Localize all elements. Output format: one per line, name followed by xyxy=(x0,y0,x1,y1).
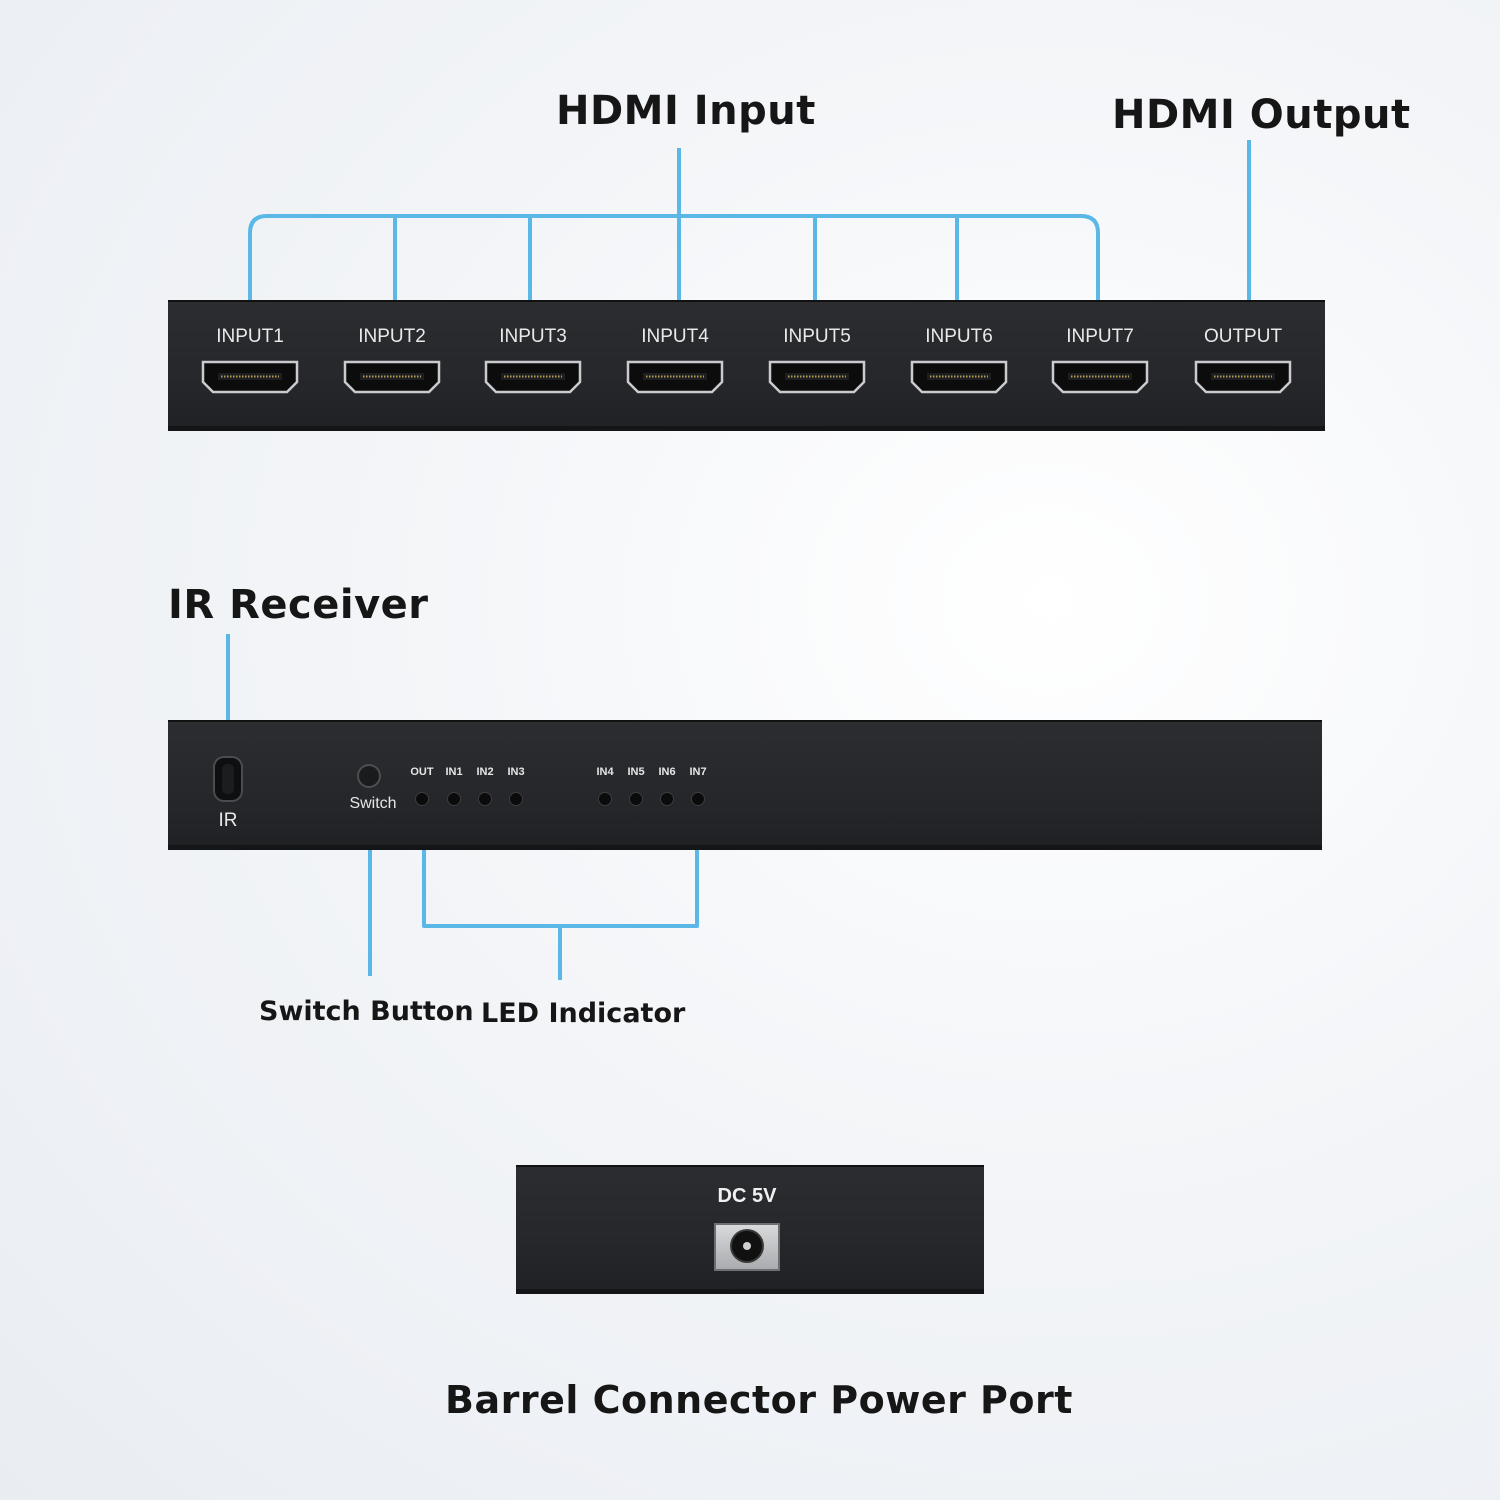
front-panel: IR Switch OUT IN1 IN2 IN3 IN4 IN5 IN6 IN7 xyxy=(168,720,1322,850)
led-in2 xyxy=(479,793,491,805)
ir-receiver-title: IR Receiver xyxy=(168,582,429,628)
hdmi-port-input4[interactable] xyxy=(626,360,724,394)
led-label-out: OUT xyxy=(410,766,434,778)
port-label-input5: INPUT5 xyxy=(783,326,851,347)
port-label-input7: INPUT7 xyxy=(1066,326,1134,347)
power-panel: DC 5V xyxy=(516,1165,984,1294)
hdmi-port-output[interactable] xyxy=(1194,360,1292,394)
hdmi-port-input3[interactable] xyxy=(484,360,582,394)
ir-label: IR xyxy=(218,810,238,831)
port-label-output: OUTPUT xyxy=(1203,326,1283,347)
hdmi-port-input6[interactable] xyxy=(910,360,1008,394)
hdmi-input-bracket-line xyxy=(248,214,1100,320)
led-in7 xyxy=(692,793,704,805)
switch-button[interactable] xyxy=(359,766,379,786)
led-label-in1: IN1 xyxy=(445,766,463,778)
led-label-in3: IN3 xyxy=(507,766,525,778)
port-label-input4: INPUT4 xyxy=(641,326,709,347)
hdmi-input-title: HDMI Input xyxy=(556,88,816,134)
led-in6 xyxy=(661,793,673,805)
port-label-input1: INPUT1 xyxy=(216,326,284,347)
port-label-input2: INPUT2 xyxy=(358,326,426,347)
led-label-in2: IN2 xyxy=(476,766,494,778)
led-in5 xyxy=(630,793,642,805)
hdmi-port-input2[interactable] xyxy=(343,360,441,394)
switch-label: Switch xyxy=(349,795,397,812)
power-port-title: Barrel Connector Power Port xyxy=(445,1378,1073,1422)
dc-barrel-jack[interactable] xyxy=(714,1223,780,1271)
port-label-input6: INPUT6 xyxy=(925,326,993,347)
led-label-in6: IN6 xyxy=(658,766,676,778)
hdmi-port-input5[interactable] xyxy=(768,360,866,394)
dc-5v-label: DC 5V xyxy=(717,1185,777,1207)
hdmi-port-input1[interactable] xyxy=(201,360,299,394)
led-label-in5: IN5 xyxy=(627,766,645,778)
hdmi-port-input7[interactable] xyxy=(1051,360,1149,394)
led-out xyxy=(416,793,428,805)
led-in3 xyxy=(510,793,522,805)
back-panel: INPUT1 INPUT2 INPUT3 INPUT4 INPUT5 INPUT6 INPU… xyxy=(168,300,1325,431)
switch-button-title: Switch Button xyxy=(259,996,474,1027)
led-label-in4: IN4 xyxy=(596,766,614,778)
led-label-in7: IN7 xyxy=(689,766,707,778)
led-in1 xyxy=(448,793,460,805)
hdmi-output-title: HDMI Output xyxy=(1112,92,1411,138)
port-label-input3: INPUT3 xyxy=(499,326,567,347)
led-in4 xyxy=(599,793,611,805)
ir-receiver-window xyxy=(215,758,241,800)
led-indicator-title: LED Indicator xyxy=(481,998,686,1029)
